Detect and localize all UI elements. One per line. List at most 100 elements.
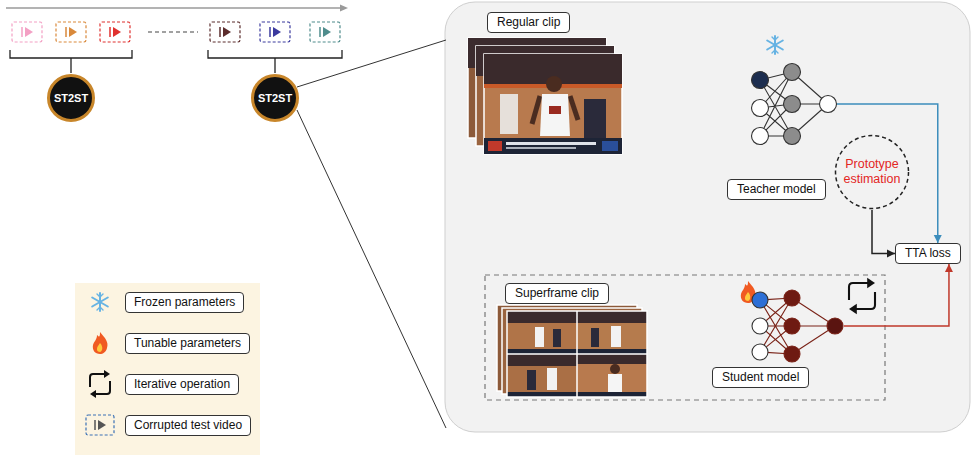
- video-play: [98, 420, 106, 430]
- network-neuron: [752, 318, 768, 334]
- node-label: ST2ST: [258, 92, 292, 105]
- video-frame: [12, 22, 42, 42]
- snowflake-arm: [767, 41, 783, 50]
- snowflake-icon: [767, 36, 783, 54]
- score-stripe: [506, 147, 576, 149]
- network-neuron: [820, 96, 837, 113]
- video-frame: [86, 415, 114, 435]
- ellipsis-dashes: [148, 31, 198, 32]
- superframe-cell: [507, 311, 577, 354]
- connector-line: [837, 104, 938, 243]
- snowflake-tips: [772, 37, 778, 53]
- court: [507, 354, 577, 397]
- video-icon: [310, 22, 340, 42]
- video-frame: [310, 22, 340, 42]
- player-jersey: [608, 374, 622, 392]
- network-neuron: [784, 128, 801, 145]
- video-bar: [109, 27, 111, 37]
- loss-box: TTA loss: [895, 243, 961, 264]
- connector-line: [872, 210, 895, 254]
- snowflake-arm: [92, 298, 108, 307]
- network-neuron: [752, 344, 768, 360]
- video-bar: [319, 27, 321, 37]
- crowd: [577, 311, 647, 323]
- loop-head: [104, 370, 110, 378]
- crowd: [577, 354, 647, 364]
- network-neuron: [752, 292, 768, 308]
- loop-icon: [90, 370, 110, 398]
- video-frame: [100, 22, 130, 42]
- player-jersey: [540, 94, 570, 136]
- superframe-front: [507, 311, 647, 397]
- flame-inner: [745, 292, 750, 301]
- video-icon: [210, 22, 240, 42]
- player: [611, 326, 621, 347]
- video-play: [69, 27, 77, 37]
- legend-label: Tunable parameters: [125, 333, 250, 354]
- node-label: ST2ST: [54, 92, 88, 105]
- crowd: [507, 354, 577, 366]
- node-label: Regular clip: [497, 15, 560, 29]
- player-arm: [570, 96, 578, 120]
- stage-circle: ST2ST: [251, 74, 299, 122]
- video-bar: [21, 27, 23, 37]
- score-bar: [484, 138, 622, 154]
- video-frame: [56, 22, 86, 42]
- video-play: [113, 27, 121, 37]
- video-bar: [65, 27, 67, 37]
- arrow-head: [934, 235, 942, 243]
- clip-label: Superframe clip: [505, 283, 609, 304]
- prototype-circle: Prototype estimation: [834, 134, 910, 210]
- network-neuron: [784, 290, 800, 306]
- teacher-network: [752, 64, 837, 145]
- loop-head: [867, 278, 875, 288]
- video-bar: [219, 27, 221, 37]
- network-neuron: [752, 72, 769, 89]
- connector: [872, 210, 895, 258]
- player-head: [610, 364, 620, 374]
- player: [535, 327, 544, 347]
- flame-icon: [93, 332, 108, 354]
- node-label: Student model: [712, 367, 809, 388]
- node-label: Teacher model: [727, 179, 826, 200]
- video-icon: [100, 22, 130, 42]
- video-icon: [86, 415, 114, 435]
- flame-inner: [97, 343, 102, 352]
- loop-head: [849, 304, 857, 314]
- dashed-circle-outline: [836, 136, 909, 209]
- video-icon: [260, 22, 290, 42]
- flame-outer: [93, 332, 108, 354]
- stage-circle: ST2ST: [47, 74, 95, 122]
- zoom-line: [297, 110, 446, 428]
- loop-head: [90, 390, 96, 398]
- connector-line: [844, 264, 949, 326]
- frame-border: [507, 311, 647, 397]
- video-bar: [94, 420, 96, 430]
- connector: [837, 104, 942, 243]
- loop-arc: [95, 381, 110, 394]
- clip-label: Regular clip: [487, 12, 570, 33]
- network-neuron: [784, 346, 800, 362]
- player: [500, 94, 518, 134]
- legend-panel: [75, 283, 260, 455]
- player: [527, 370, 536, 390]
- video-play: [223, 27, 231, 37]
- student-region: [485, 275, 885, 400]
- player: [553, 329, 561, 347]
- network-neuron: [784, 64, 801, 81]
- player: [584, 99, 606, 139]
- arrow-head: [887, 250, 895, 258]
- score-logo: [602, 141, 618, 151]
- loop-arc: [90, 374, 105, 387]
- score-stripe: [506, 142, 596, 145]
- network-neuron: [784, 318, 800, 334]
- zoom-line: [297, 40, 446, 87]
- video-play: [273, 27, 281, 37]
- loop-arc: [856, 292, 876, 309]
- court: [577, 354, 647, 397]
- network-neuron: [752, 100, 769, 117]
- video-bar: [269, 27, 271, 37]
- court: [507, 311, 577, 354]
